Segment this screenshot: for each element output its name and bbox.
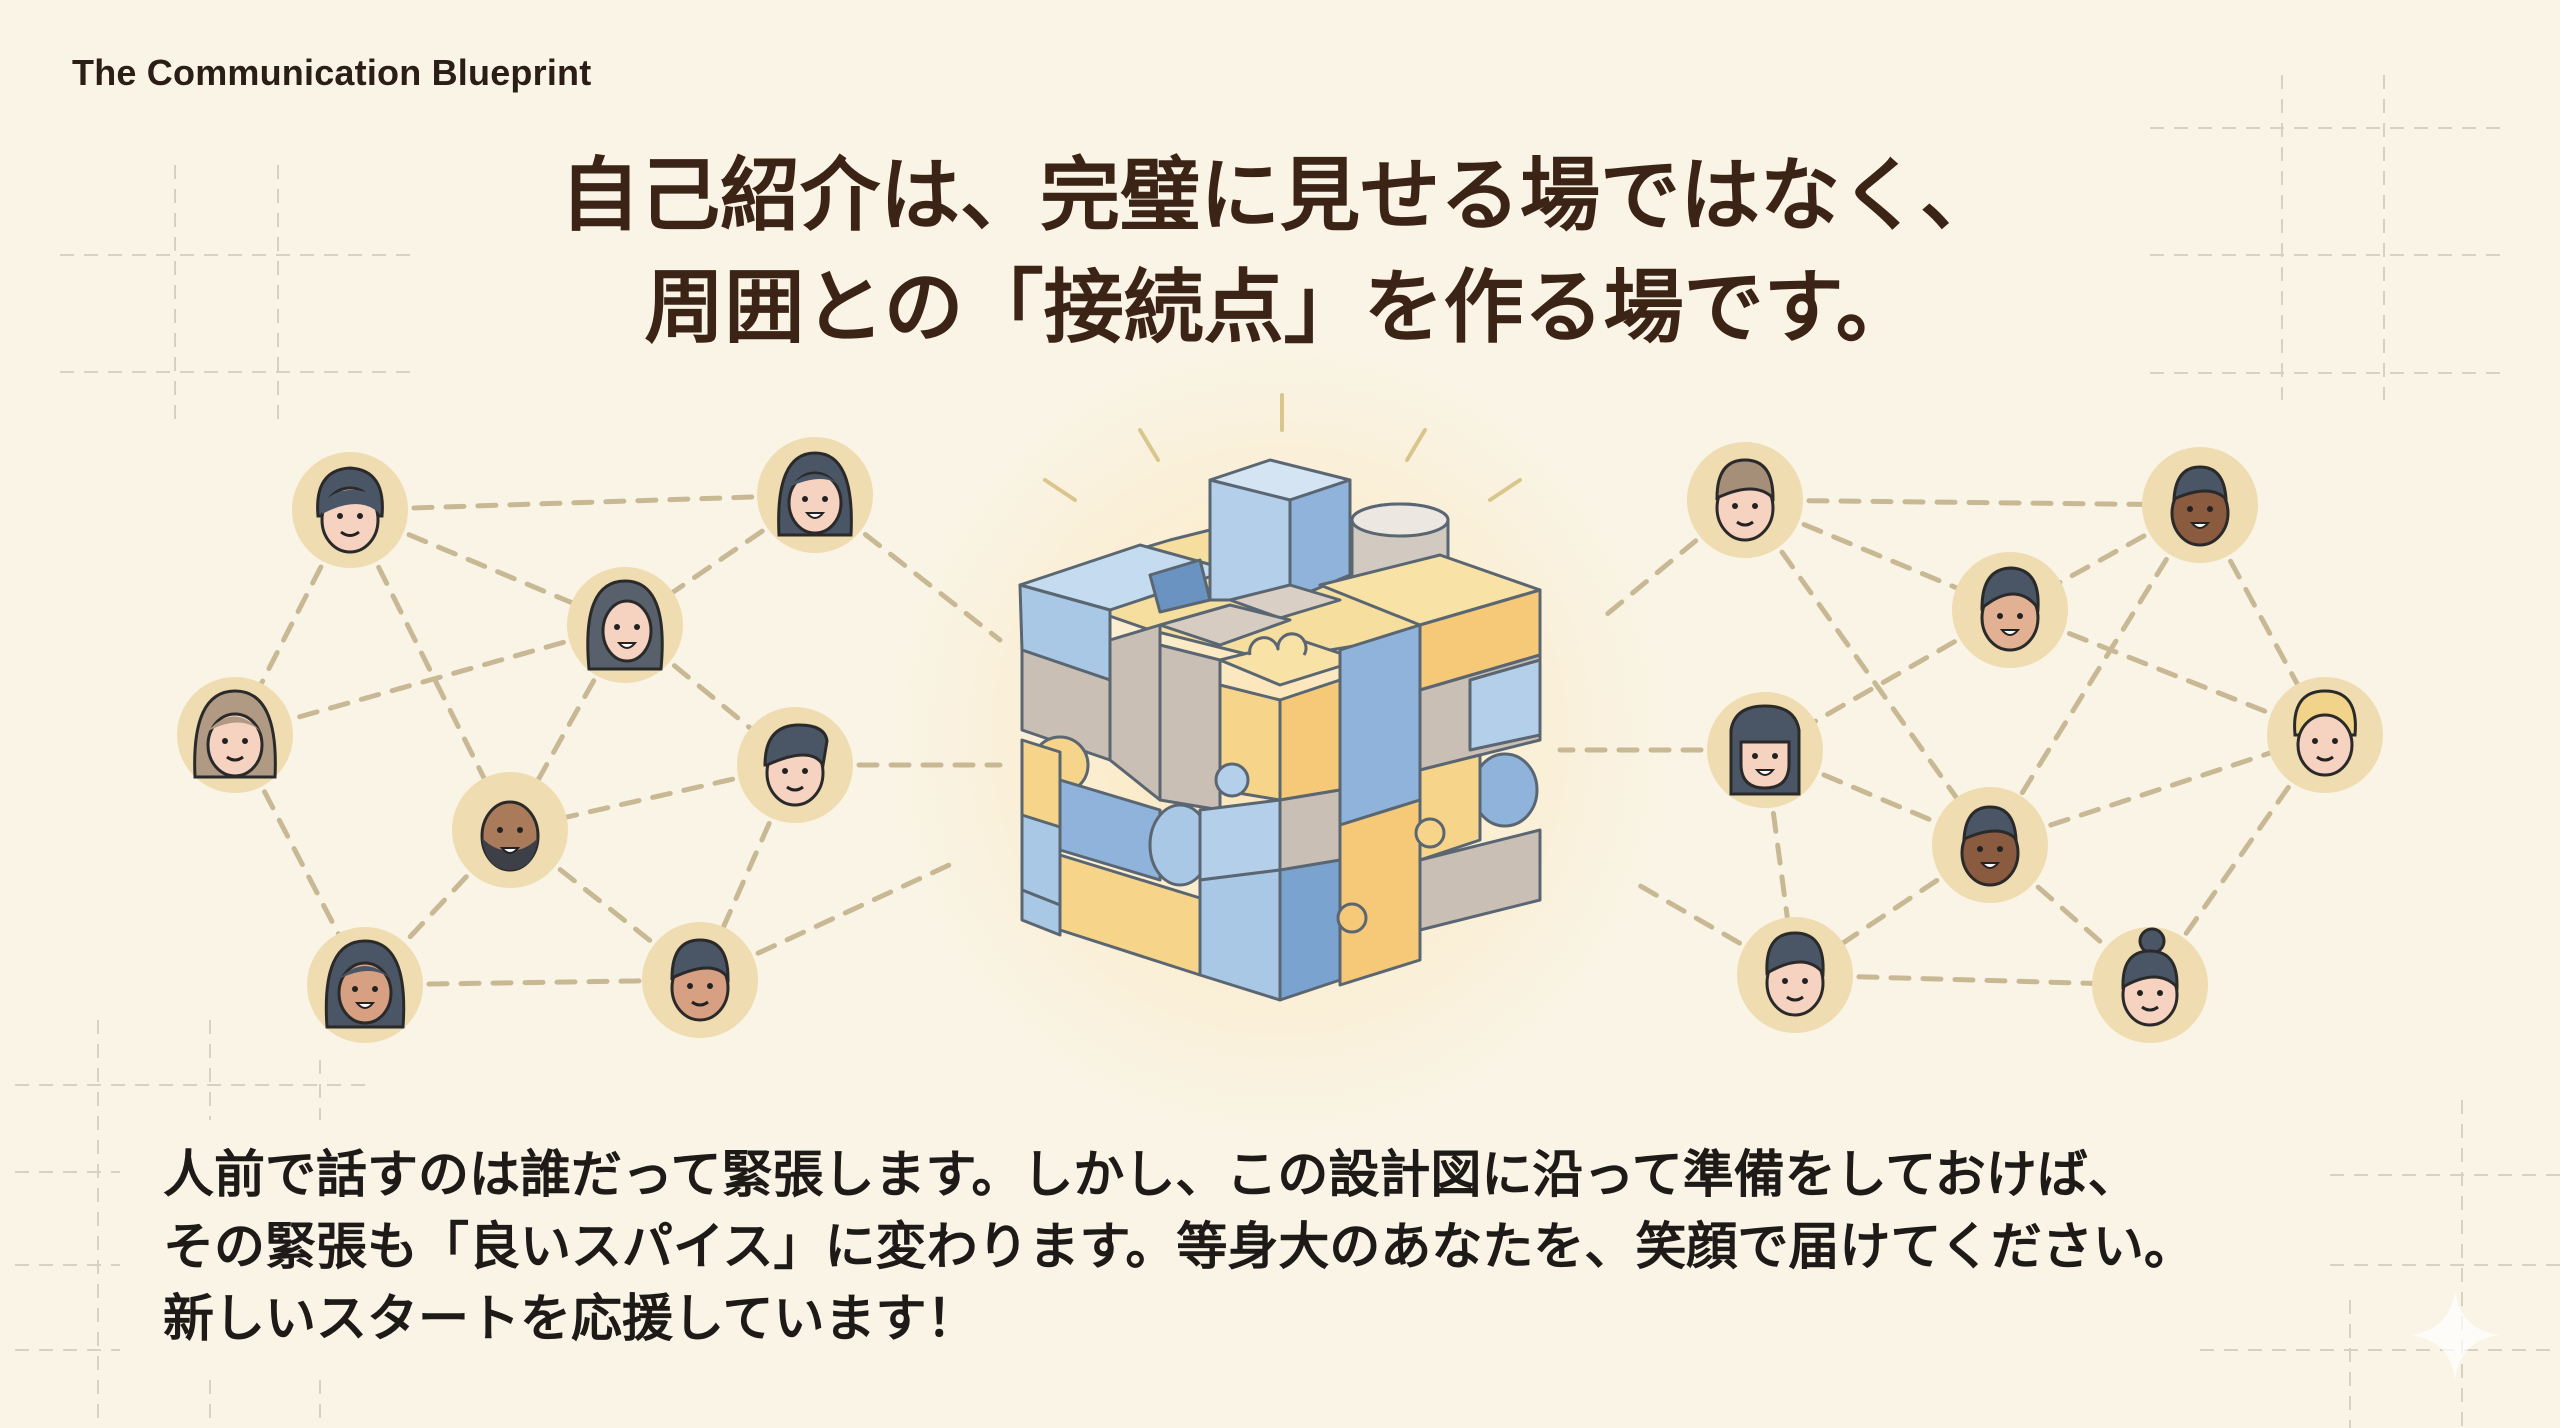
person-node-7 xyxy=(307,927,423,1043)
person-node-10 xyxy=(2142,447,2258,563)
sparkle-icon xyxy=(2410,1290,2500,1380)
eyebrow-title: The Communication Blueprint xyxy=(72,52,592,93)
person-node-11 xyxy=(1952,552,2068,668)
person-node-4 xyxy=(177,677,293,793)
person-node-14 xyxy=(1932,787,2048,903)
headline-line-2: 周囲との「接続点」を作る場です。 xyxy=(644,261,1916,354)
network-illustration xyxy=(177,393,2383,1043)
person-node-5 xyxy=(737,707,853,823)
person-node-3 xyxy=(567,567,683,683)
body-line-2: その緊張も「良いスパイス」に変わります。等身大のあなたを、笑顔で届けてください。 xyxy=(163,1218,2195,1277)
light-rays xyxy=(1043,393,1522,502)
person-node-15 xyxy=(1737,917,1853,1033)
person-node-1 xyxy=(292,452,408,568)
person-node-9 xyxy=(1687,442,1803,558)
body-line-1: 人前で話すのは誰だって緊張します。しかし、この設計図に沿って準備をしておけば、 xyxy=(163,1146,2139,1205)
headline: 自己紹介は、完璧に見せる場ではなく、 周囲との「接続点」を作る場です。 xyxy=(0,140,2560,364)
person-node-16 xyxy=(2092,927,2208,1043)
person-node-13 xyxy=(2267,677,2383,793)
body-message: 人前で話すのは誰だって緊張します。しかし、この設計図に沿って準備をしておけば、 … xyxy=(163,1140,2463,1356)
headline-line-1: 自己紹介は、完璧に見せる場ではなく、 xyxy=(560,149,2000,242)
person-node-2 xyxy=(757,437,873,553)
puzzle-cube-icon xyxy=(1018,458,1542,1002)
person-node-12 xyxy=(1707,692,1823,808)
person-node-8 xyxy=(642,922,758,1038)
body-line-3: 新しいスタートを応援しています！ xyxy=(163,1290,978,1349)
person-node-6 xyxy=(452,772,568,888)
